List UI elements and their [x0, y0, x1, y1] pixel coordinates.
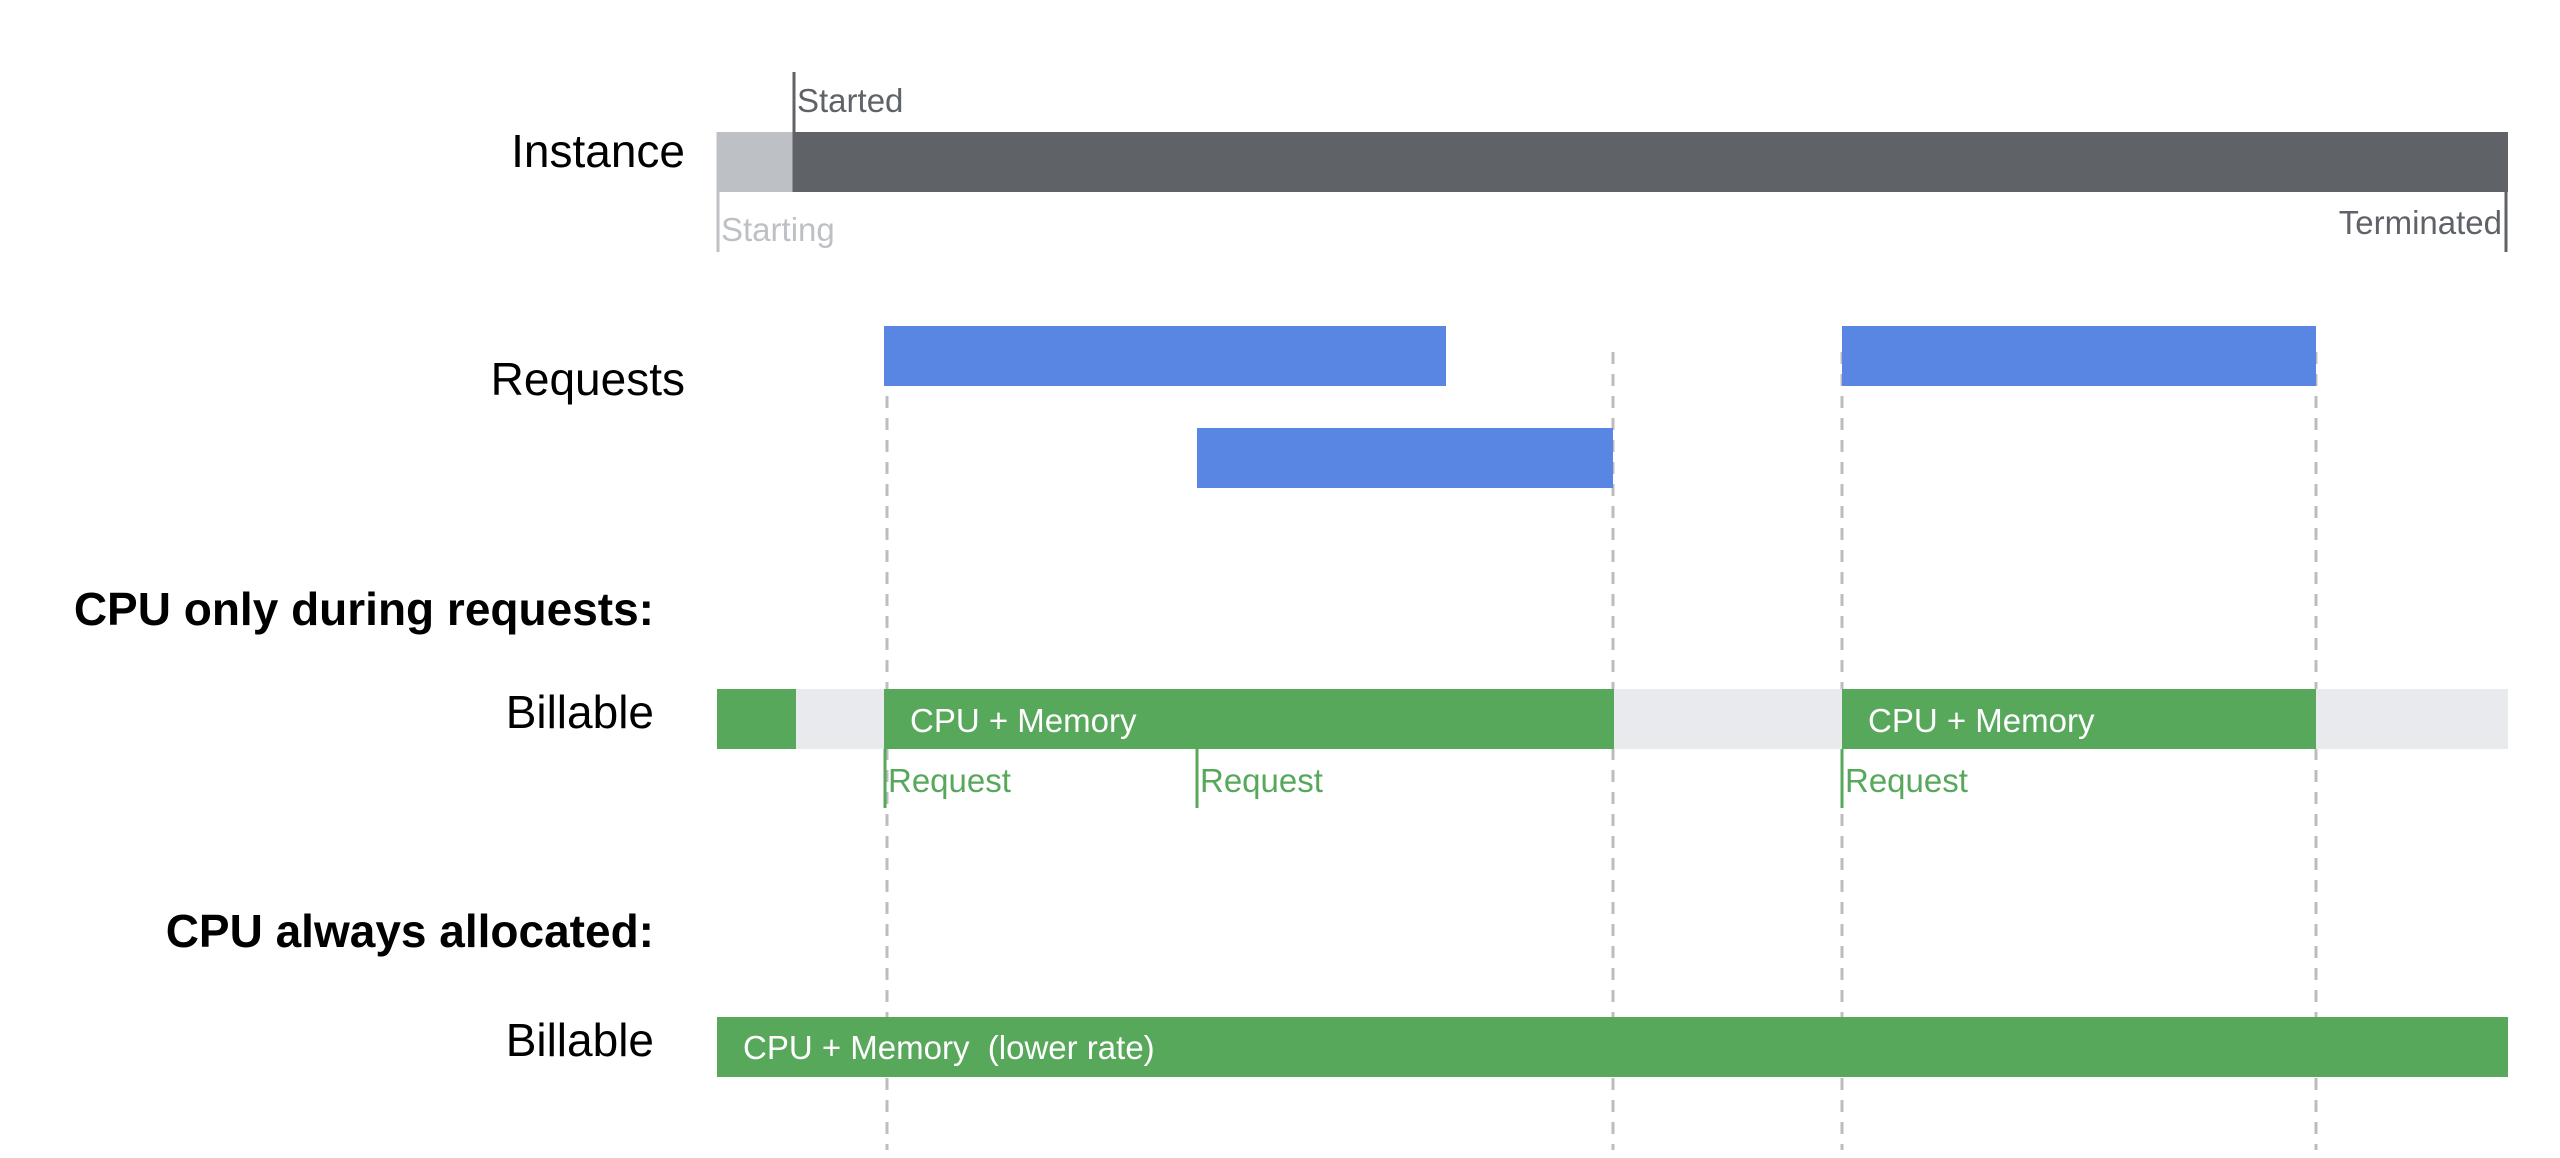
request-marker-2-label: Request [1200, 762, 1323, 799]
cpu-during-requests-heading: CPU only during requests: [74, 583, 654, 635]
instance-starting-bar [717, 132, 794, 192]
billable-always-bar [717, 1017, 2508, 1077]
terminated-label: Terminated [2339, 204, 2502, 241]
request-marker-1-label: Request [888, 762, 1011, 799]
billable-always-label: CPU + Memory (lower rate) [743, 1029, 1155, 1066]
requests-row-label: Requests [491, 353, 685, 405]
billable-segment-2-label: CPU + Memory [1868, 702, 2095, 739]
billable-segment-1 [884, 689, 1614, 749]
request-bar-3 [1842, 326, 2316, 386]
billable-startup-segment [717, 689, 796, 749]
request-bar-1 [884, 326, 1446, 386]
billable-segment-2 [1842, 689, 2316, 749]
cpu-always-allocated-heading: CPU always allocated: [166, 905, 654, 957]
starting-label: Starting [721, 211, 835, 248]
request-bar-2 [1197, 428, 1613, 488]
instance-row-label: Instance [511, 125, 685, 177]
request-marker-3-label: Request [1845, 762, 1968, 799]
started-label: Started [797, 82, 903, 119]
billable-label-during-requests: Billable [506, 686, 654, 738]
instance-running-bar [794, 132, 2508, 192]
billable-label-always: Billable [506, 1014, 654, 1066]
billable-segment-1-label: CPU + Memory [910, 702, 1137, 739]
